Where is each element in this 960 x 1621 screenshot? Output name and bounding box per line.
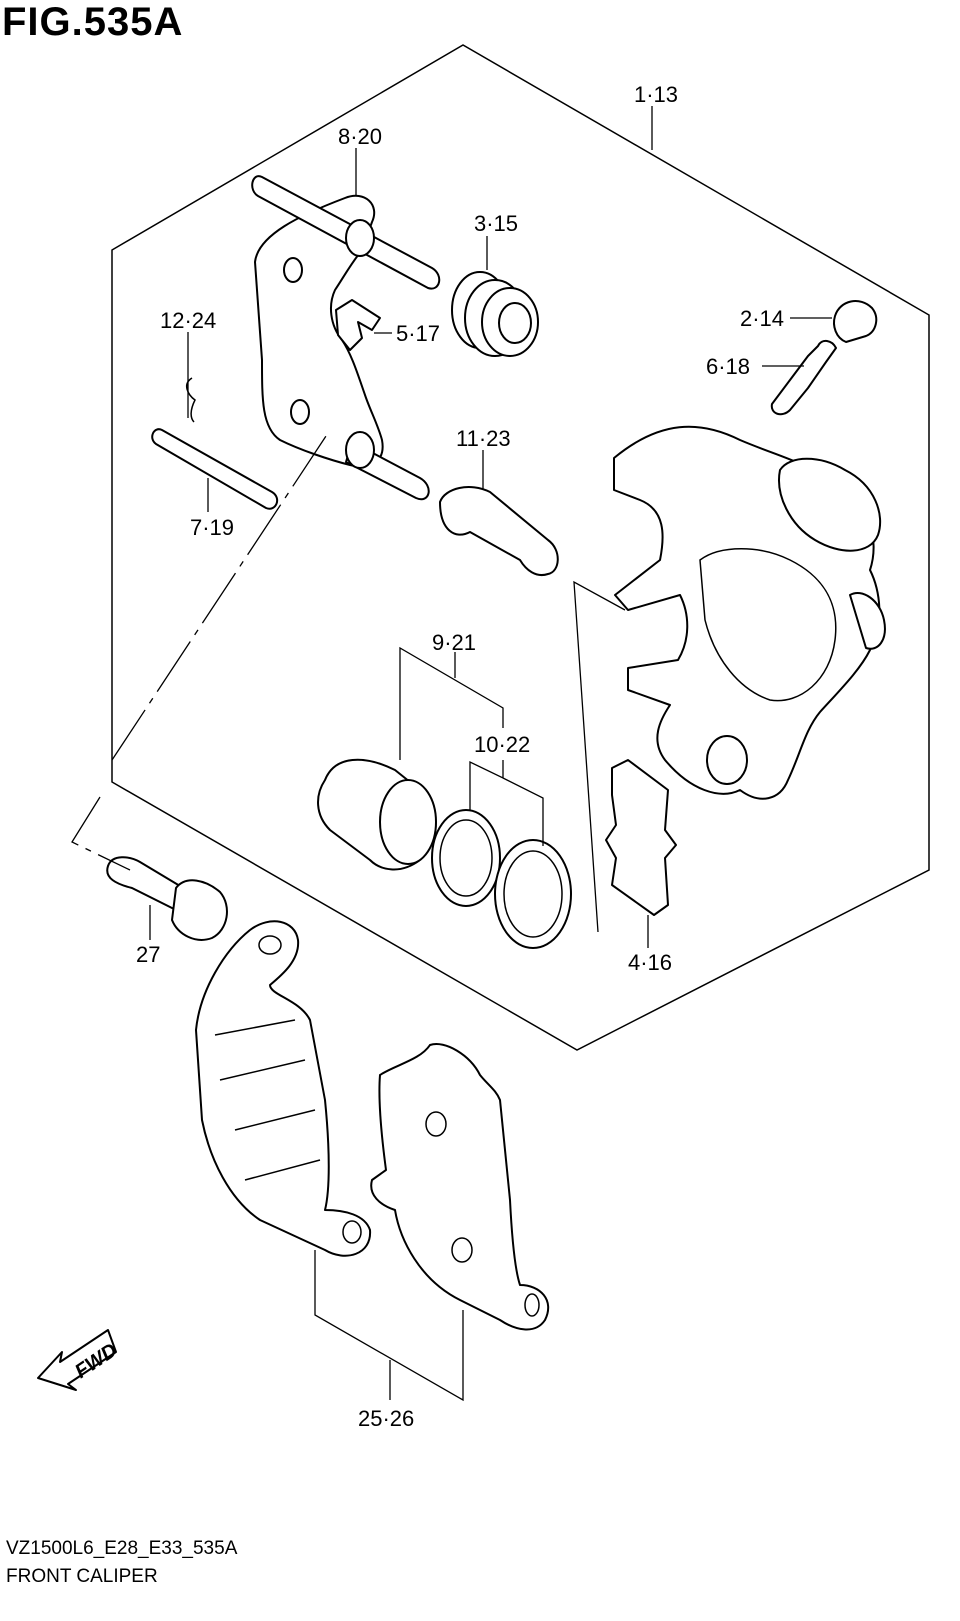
- caliper-piston: [317, 758, 437, 871]
- label-4-16: 4·16: [628, 950, 672, 975]
- mounting-bolt: [106, 856, 228, 941]
- piston-seal: [494, 839, 572, 949]
- forward-arrow-icon: FWD: [37, 1329, 121, 1391]
- label-5-17: 5·17: [396, 321, 440, 346]
- bleeder-screw: [770, 340, 837, 416]
- label-2-14: 2·14: [740, 306, 784, 331]
- leader-lines: [71, 106, 832, 1402]
- label-6-18: 6·18: [706, 354, 750, 379]
- assembly-frame: [111, 44, 930, 1051]
- diagram-code: VZ1500L6_E28_E33_535A: [6, 1538, 238, 1559]
- pad-clip-small: [335, 299, 381, 351]
- brake-pad-inner: [195, 920, 372, 1257]
- label-12-24: 12·24: [160, 308, 216, 333]
- dust-seal: [431, 809, 501, 907]
- caliper-bracket: [251, 175, 441, 501]
- label-10-22: 10·22: [474, 732, 530, 757]
- slide-pin: [439, 486, 559, 576]
- label-25-26: 25·26: [358, 1406, 414, 1431]
- brake-pad-outer: [370, 1043, 550, 1331]
- caliper-body: [613, 425, 886, 800]
- pad-spring: [605, 759, 677, 916]
- bleeder-cap: [833, 300, 878, 343]
- pin-boot: [451, 271, 539, 357]
- figure-title: FIG.535A: [2, 0, 184, 44]
- label-8-20: 8·20: [338, 124, 382, 149]
- label-9-21: 9·21: [432, 630, 476, 655]
- label-11-23: 11·23: [456, 426, 511, 451]
- part-labels: 1·13 8·20 3·15 12·24 5·17 2·14 6·18 11·2…: [136, 82, 784, 1431]
- label-1-13: 1·13: [634, 82, 678, 107]
- label-7-19: 7·19: [190, 515, 234, 540]
- label-27: 27: [136, 942, 160, 967]
- label-3-15: 3·15: [474, 211, 518, 236]
- pad-pin: [151, 428, 279, 510]
- pad-pin-clip: [185, 377, 196, 423]
- diagram-name: FRONT CALIPER: [6, 1566, 158, 1587]
